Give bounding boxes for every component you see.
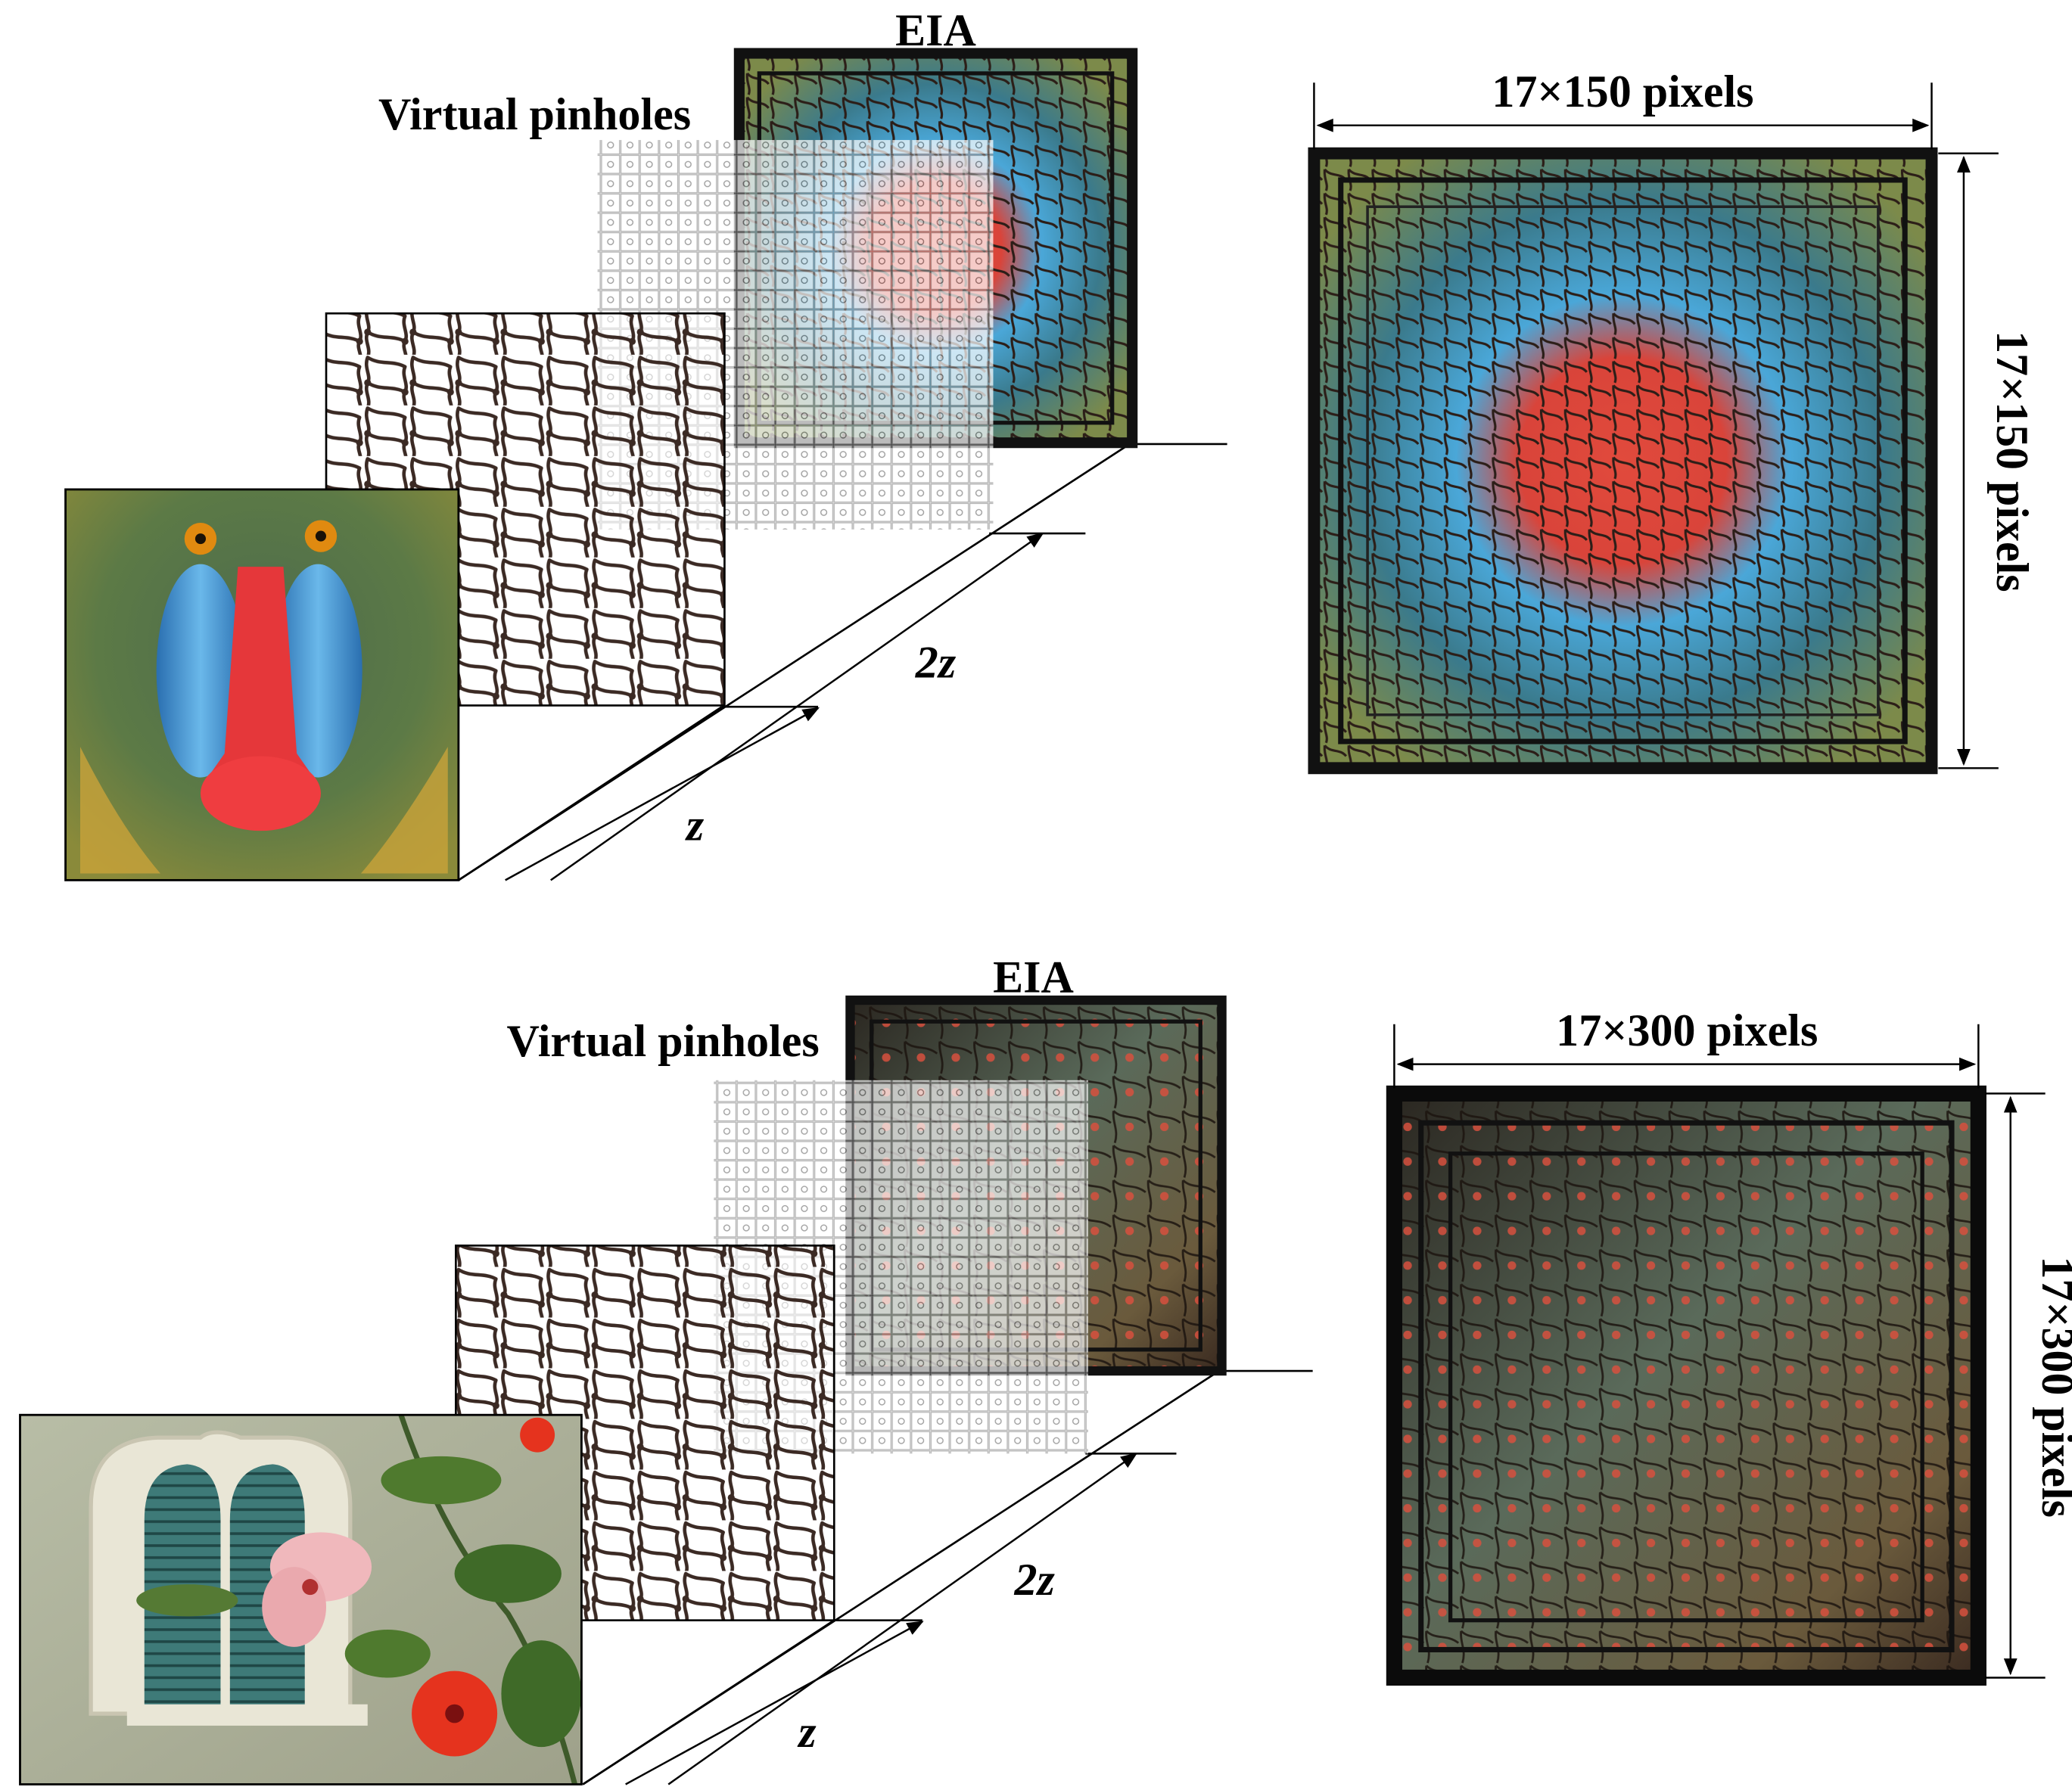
- dimension-lines: [1393, 1024, 2046, 1679]
- distance-2z-label: 2z: [915, 638, 957, 688]
- eia-label: EIA: [895, 5, 976, 55]
- dimension-lines: [1313, 82, 1999, 769]
- scene-photo-window: [19, 1413, 583, 1785]
- width-label: 17×150 pixels: [1492, 67, 1753, 117]
- hibiscus-pink: [262, 1532, 372, 1647]
- depth-guides: [582, 1369, 1313, 1785]
- pinholes-label: Virtual pinholes: [378, 89, 691, 139]
- eia-enlarged: [1386, 1085, 1986, 1686]
- eia-label: EIA: [993, 952, 1074, 1002]
- scene-photo-baboon: [64, 488, 460, 881]
- distance-z-label: z: [797, 1707, 817, 1757]
- pinholes-label: Virtual pinholes: [507, 1016, 820, 1066]
- eia-enlarged: [1308, 147, 1938, 775]
- distance-2z-label: 2z: [1014, 1555, 1056, 1605]
- panel-bottom: EIA Virtual pinholes 2z z 17×300 pixels …: [19, 952, 2072, 1785]
- distance-arrows: [505, 532, 1044, 881]
- height-label: 17×150 pixels: [1987, 331, 2037, 592]
- width-label: 17×300 pixels: [1556, 1005, 1818, 1055]
- distance-arrows: [625, 1453, 1138, 1785]
- height-label: 17×300 pixels: [2033, 1256, 2072, 1517]
- distance-z-label: z: [685, 800, 705, 850]
- hibiscus-red: [412, 1417, 555, 1757]
- net-mask: [325, 312, 726, 707]
- panel-top: EIA Virtual pinholes 2z z 17×150 pixels …: [64, 5, 2037, 881]
